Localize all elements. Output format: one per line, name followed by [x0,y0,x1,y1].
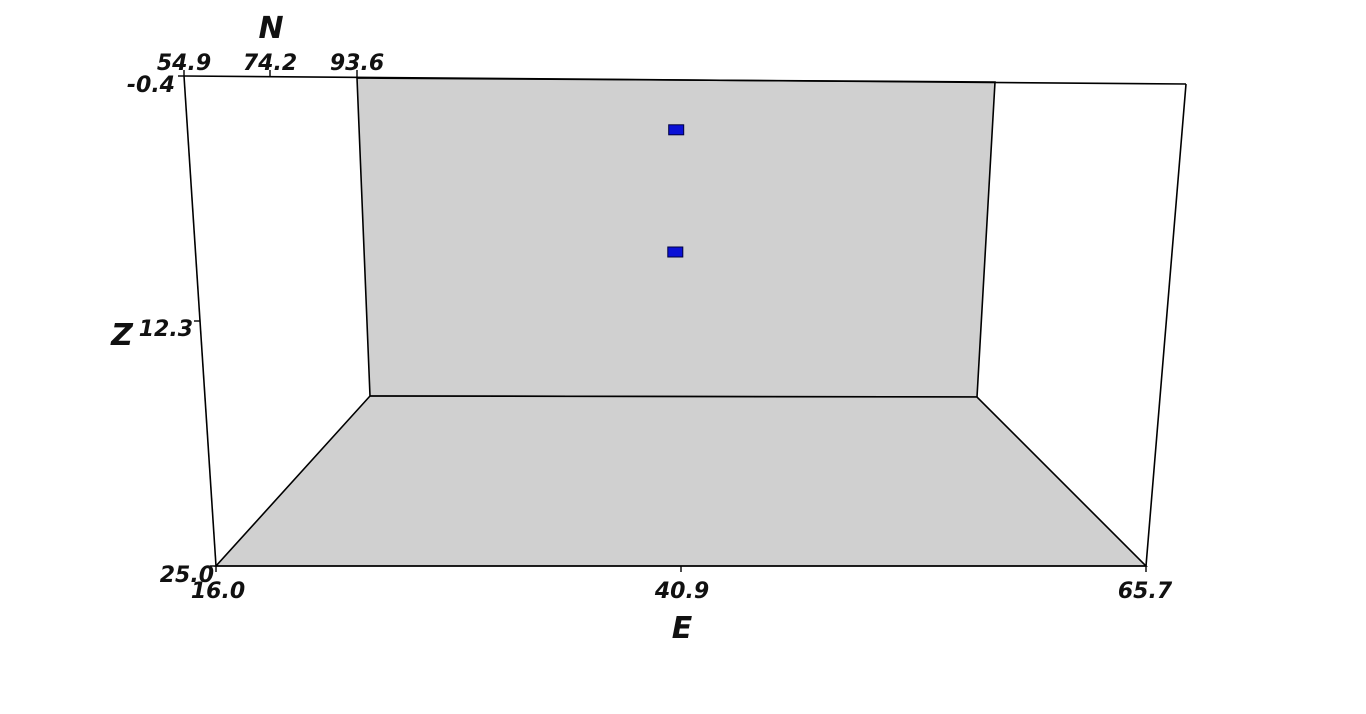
z-tick-label: 25.0 [160,563,214,588]
z-tick-label: -0.4 [127,73,175,98]
z-tick-labels: -0.4 12.3 25.0 [127,73,214,588]
data-point [668,124,685,136]
e-tick-label: 40.9 [654,579,709,604]
n-tick-label: 93.6 [330,51,384,76]
data-points [667,124,685,258]
n-axis-title: N [258,11,283,46]
e-tick-label: 65.7 [1118,579,1173,604]
e-axis-title: E [672,611,693,646]
back-panels [214,77,1148,567]
floor [214,395,1148,567]
n-tick-label: 74.2 [243,51,297,76]
n-tick-label: 54.9 [157,51,211,76]
box-edge-right [1145,83,1187,567]
axis-ticks [178,70,1147,572]
z-tick-label: 12.3 [139,317,193,342]
z-axis-title: Z [110,318,134,353]
e-tick-labels: 16.0 40.9 65.7 [191,579,1173,604]
box-edge-top [183,75,1187,85]
data-point [667,246,684,258]
e-tick-label: 16.0 [191,579,245,604]
n-tick-labels: 54.9 74.2 93.6 [157,51,384,76]
